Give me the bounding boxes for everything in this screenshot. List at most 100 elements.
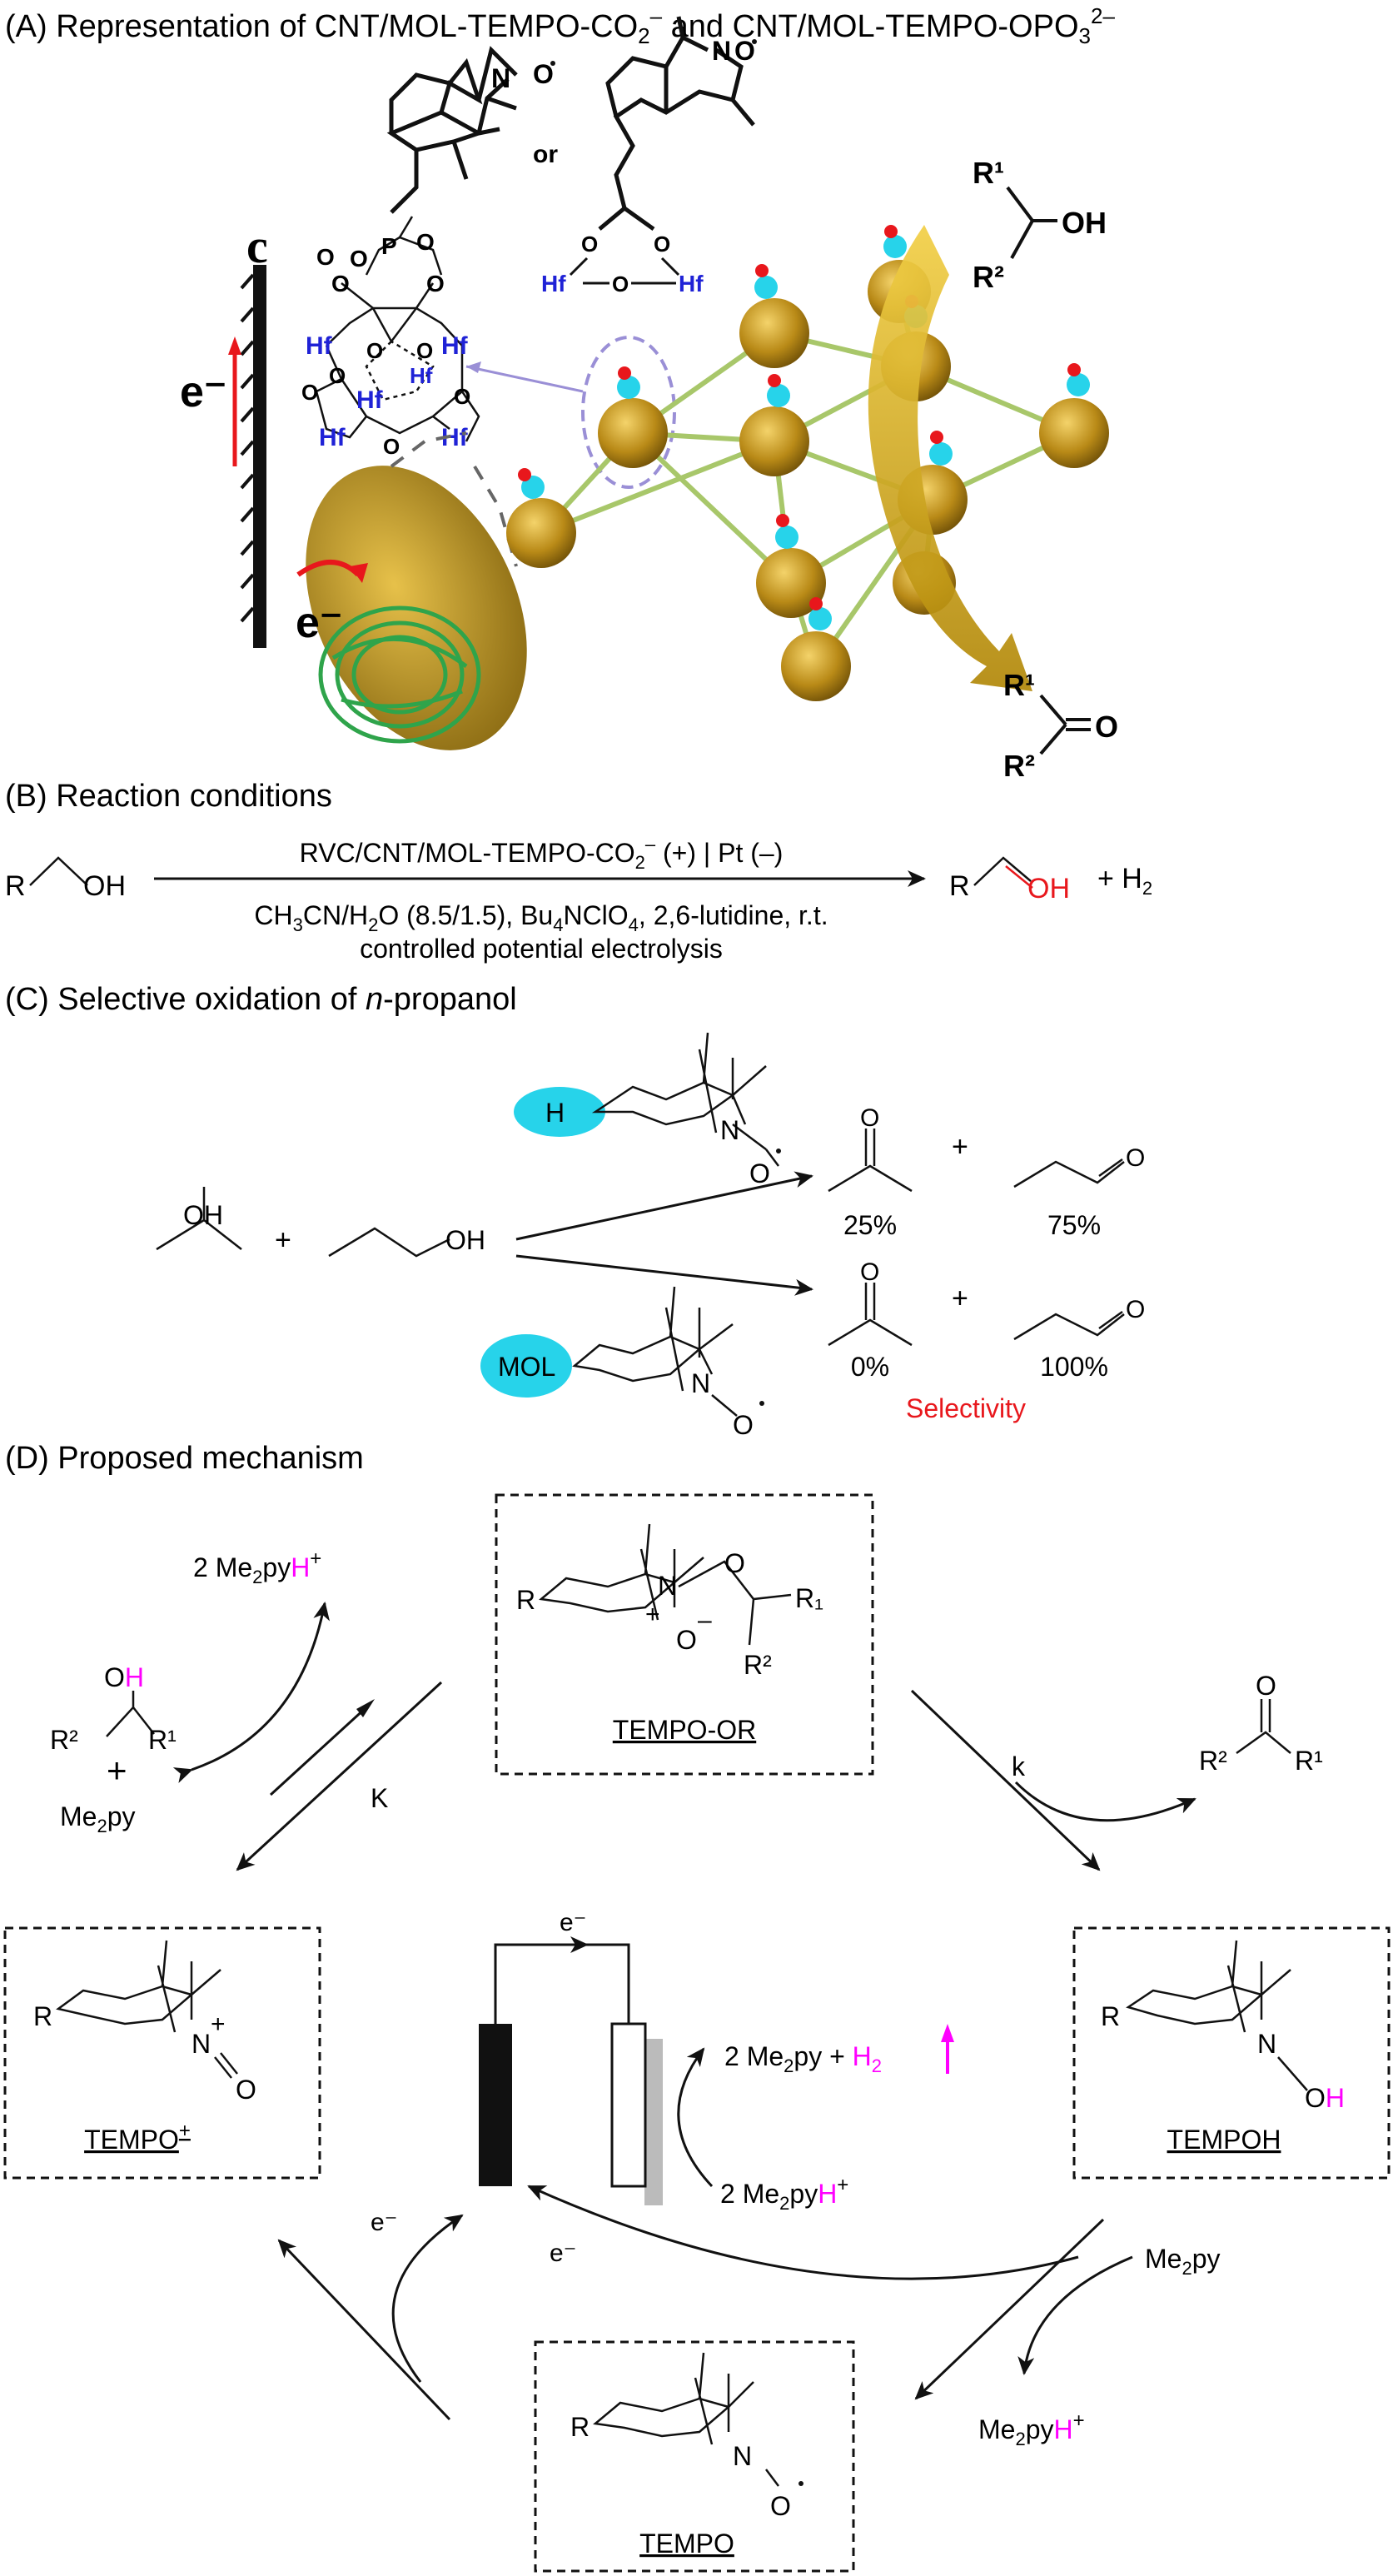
- o-atom: O: [454, 384, 470, 409]
- condition-bottom-1: CH3CN/H2O (8.5/1.5), Bu4NClO4, 2,6-lutid…: [254, 900, 828, 935]
- me2pyh-top: 2 Me2pyH+: [193, 1547, 321, 1587]
- tempo-plus-label: TEMPO+: [84, 2120, 191, 2155]
- r2-or: R²: [744, 1650, 772, 1680]
- me2pyh-cell: 2 Me2pyH+: [720, 2174, 848, 2214]
- r2-ketone: R²: [1199, 1746, 1227, 1776]
- tempo-structure-a1: [386, 46, 518, 214]
- arrow-tempoh-to-tempo: [914, 2218, 1105, 2400]
- e-minus-right: e⁻: [550, 2240, 577, 2267]
- electron-label-a: e⁻: [180, 368, 226, 416]
- cathode: [610, 2022, 647, 2188]
- o-atom: O: [734, 36, 755, 66]
- r-tempo-plus: R: [33, 2001, 52, 2031]
- r2-d: R²: [50, 1725, 78, 1755]
- panel-c-title: (C) Selective oxidation of n-propanol: [5, 982, 517, 1017]
- r-or: R: [516, 1585, 535, 1615]
- product-oh: OH: [1027, 873, 1070, 904]
- propanal-top: [1013, 1158, 1125, 1188]
- n-tempoh: N: [1257, 2029, 1276, 2059]
- curved-arrow-cell: [677, 2047, 714, 2188]
- panel-a: (A) Representation of CNT/MOL-TEMPO-CO2–…: [5, 3, 1118, 783]
- o-atom: O: [581, 232, 598, 257]
- curved-arrow-top-left: [172, 1602, 331, 1783]
- eq-arrow-upper: [269, 1706, 368, 1796]
- hf-cluster-nodes: [506, 260, 1109, 701]
- o-atom: O: [329, 363, 346, 388]
- ketone-d: [1236, 1699, 1291, 1755]
- hf-cluster: Hf Hf Hf Hf Hf Hf O O O O O O O O O O P …: [301, 216, 480, 459]
- hf-atom: Hf: [410, 363, 433, 388]
- hf-atom: Hf: [441, 332, 469, 360]
- top-acetone-pct: 25%: [843, 1210, 897, 1240]
- oh-label: OH: [1062, 206, 1107, 240]
- hf-atom: Hf: [356, 386, 384, 414]
- r1-label: R¹: [973, 156, 1004, 190]
- panel-a-title: (A) Representation of CNT/MOL-TEMPO-CO2–…: [5, 3, 1115, 48]
- o-atom: O: [331, 271, 350, 296]
- acetone-bottom: [828, 1283, 913, 1347]
- o-atom: O: [612, 272, 629, 296]
- p-atom: P: [381, 233, 397, 259]
- o-minus-or: O: [676, 1625, 697, 1655]
- r1-label: R¹: [1003, 668, 1035, 702]
- plus-bottom: +: [952, 1283, 968, 1314]
- electrode-letter: c: [246, 219, 268, 273]
- condition-top: RVC/CNT/MOL-TEMPO-CO2– (+) | Pt (–): [300, 834, 784, 873]
- panel-c: (C) Selective oxidation of n-propanol OH…: [5, 982, 1145, 1440]
- hf-atom: Hf: [541, 271, 566, 296]
- panel-d-title: (D) Proposed mechanism: [5, 1441, 364, 1476]
- me2pyh-bottom: Me2pyH+: [978, 2409, 1085, 2449]
- oh-isopropanol: OH: [183, 1200, 223, 1230]
- o-tempo: O: [770, 2491, 791, 2521]
- carbonyl-product: [1039, 694, 1091, 755]
- plus-charge-tempo-plus: +: [211, 2010, 226, 2038]
- r1-ketone: R¹: [1295, 1746, 1323, 1776]
- e-minus-cell: e⁻: [560, 1909, 587, 1936]
- reactant-r: R: [5, 870, 26, 902]
- curved-arrow-product: [1014, 1781, 1196, 1822]
- tempo-or-label: TEMPO-OR: [613, 1715, 756, 1745]
- r-tempoh: R: [1101, 2001, 1120, 2031]
- hf-atom: Hf: [306, 332, 333, 360]
- tempo-h: [591, 1032, 779, 1167]
- o-atom: O: [366, 338, 383, 363]
- tempo-plus-box: [3, 1926, 321, 2180]
- panel-d: (D) Proposed mechanism R N O + O – R₁ R²…: [3, 1441, 1391, 2573]
- bottom-acetone-pct: 0%: [851, 1352, 889, 1382]
- big-curved-arrow: [868, 225, 1032, 691]
- eq-arrow-lower: [236, 1681, 443, 1871]
- plus-d: +: [107, 1751, 127, 1790]
- acetone-top: [828, 1129, 913, 1193]
- product-r: R: [949, 870, 970, 902]
- hf-atom: Hf: [319, 424, 346, 451]
- tempo-mol: [572, 1286, 738, 1417]
- bottom-propanal-pct: 100%: [1040, 1352, 1108, 1382]
- arrow-c-bottom: [515, 1254, 813, 1296]
- oh-propanol: OH: [445, 1225, 485, 1255]
- r1-sub-or: R₁: [795, 1583, 823, 1613]
- h-badge: H: [545, 1098, 565, 1128]
- carbon-nanotube: [306, 431, 527, 750]
- panel-b-title: (B) Reaction conditions: [5, 779, 332, 814]
- o-tempo-plus: O: [236, 2075, 256, 2105]
- o-atom: O: [426, 271, 445, 296]
- tempo-label: TEMPO: [639, 2529, 734, 2559]
- o-atom: O: [416, 338, 433, 363]
- plus-charge-or: +: [645, 1601, 660, 1628]
- r2-label: R²: [1003, 749, 1035, 783]
- curved-arrow-me2py: [1017, 2255, 1133, 2375]
- r1-d: R¹: [148, 1725, 177, 1755]
- reactant-oh: OH: [83, 870, 126, 902]
- k-small: k: [1012, 1751, 1026, 1781]
- me2py-left: Me2py: [60, 1801, 136, 1836]
- tempo-or-box: [495, 1493, 874, 1776]
- alcohol-substrate: [1006, 186, 1057, 259]
- hf-atom: Hf: [679, 271, 704, 296]
- mol-badge: MOL: [498, 1352, 555, 1382]
- me2py-cell: 2 Me2py + H2: [724, 2041, 882, 2076]
- plus-top: +: [952, 1131, 968, 1163]
- o-or: O: [724, 1548, 745, 1578]
- me2py-right: Me2py: [1145, 2244, 1221, 2279]
- oh-tempoh: OH: [1305, 2083, 1345, 2113]
- o-acetone-bottom: O: [860, 1258, 879, 1286]
